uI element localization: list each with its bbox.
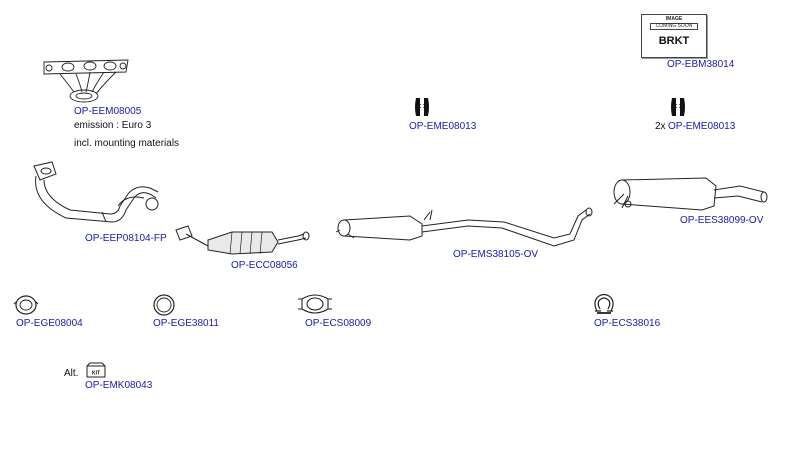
- kit-box-icon[interactable]: KIT: [86, 362, 106, 378]
- gasket-a-code[interactable]: OP-EGE08004: [16, 318, 83, 329]
- image-label-top: IMAGE: [665, 16, 683, 22]
- image-coming-soon-badge: IMAGE COMING SOON: [650, 17, 698, 30]
- clamp-a-drawing[interactable]: [298, 293, 332, 315]
- bracket-image-text: BRKT: [658, 35, 690, 47]
- gasket-a-drawing[interactable]: [13, 294, 39, 316]
- hanger-b-qty: 2x: [655, 121, 666, 132]
- middle-silencer-code[interactable]: OP-EMS38105-OV: [453, 249, 539, 260]
- hanger-b-code[interactable]: OP-EME08013: [668, 121, 736, 132]
- middle-silencer-drawing[interactable]: [334, 204, 596, 254]
- clamp-b-code[interactable]: OP-ECS38016: [594, 318, 661, 329]
- hanger-b-drawing[interactable]: [669, 96, 687, 118]
- kit-code[interactable]: OP-EMK08043: [85, 380, 153, 391]
- bracket-code[interactable]: OP-EBM38014: [667, 59, 735, 70]
- catalyst-drawing[interactable]: [172, 220, 312, 262]
- manifold-note-emission: emission : Euro 3: [74, 120, 152, 131]
- manifold-code[interactable]: OP-EEM08005: [74, 106, 142, 117]
- manifold-drawing[interactable]: [40, 54, 132, 104]
- hanger-a-code[interactable]: OP-EME08013: [409, 121, 477, 132]
- front-pipe-drawing[interactable]: [22, 158, 164, 234]
- manifold-note-mounting: incl. mounting materials: [74, 138, 180, 149]
- kit-alt-label: Alt.: [64, 368, 79, 379]
- bracket-image-placeholder[interactable]: IMAGE COMING SOON BRKT: [641, 14, 707, 58]
- gasket-b-code[interactable]: OP-EGE38011: [153, 318, 219, 329]
- rear-silencer-drawing[interactable]: [610, 172, 770, 216]
- clamp-a-code[interactable]: OP-ECS08009: [305, 318, 372, 329]
- front-pipe-code[interactable]: OP-EEP08104-FP: [85, 233, 167, 244]
- gasket-b-drawing[interactable]: [153, 294, 175, 316]
- image-label-sub: COMING SOON: [650, 23, 698, 30]
- rear-silencer-code[interactable]: OP-EES38099-OV: [680, 215, 764, 226]
- kit-icon-text: KIT: [92, 371, 100, 377]
- catalyst-code[interactable]: OP-ECC08056: [231, 260, 298, 271]
- clamp-b-drawing[interactable]: [593, 293, 615, 317]
- hanger-a-drawing[interactable]: [413, 96, 431, 118]
